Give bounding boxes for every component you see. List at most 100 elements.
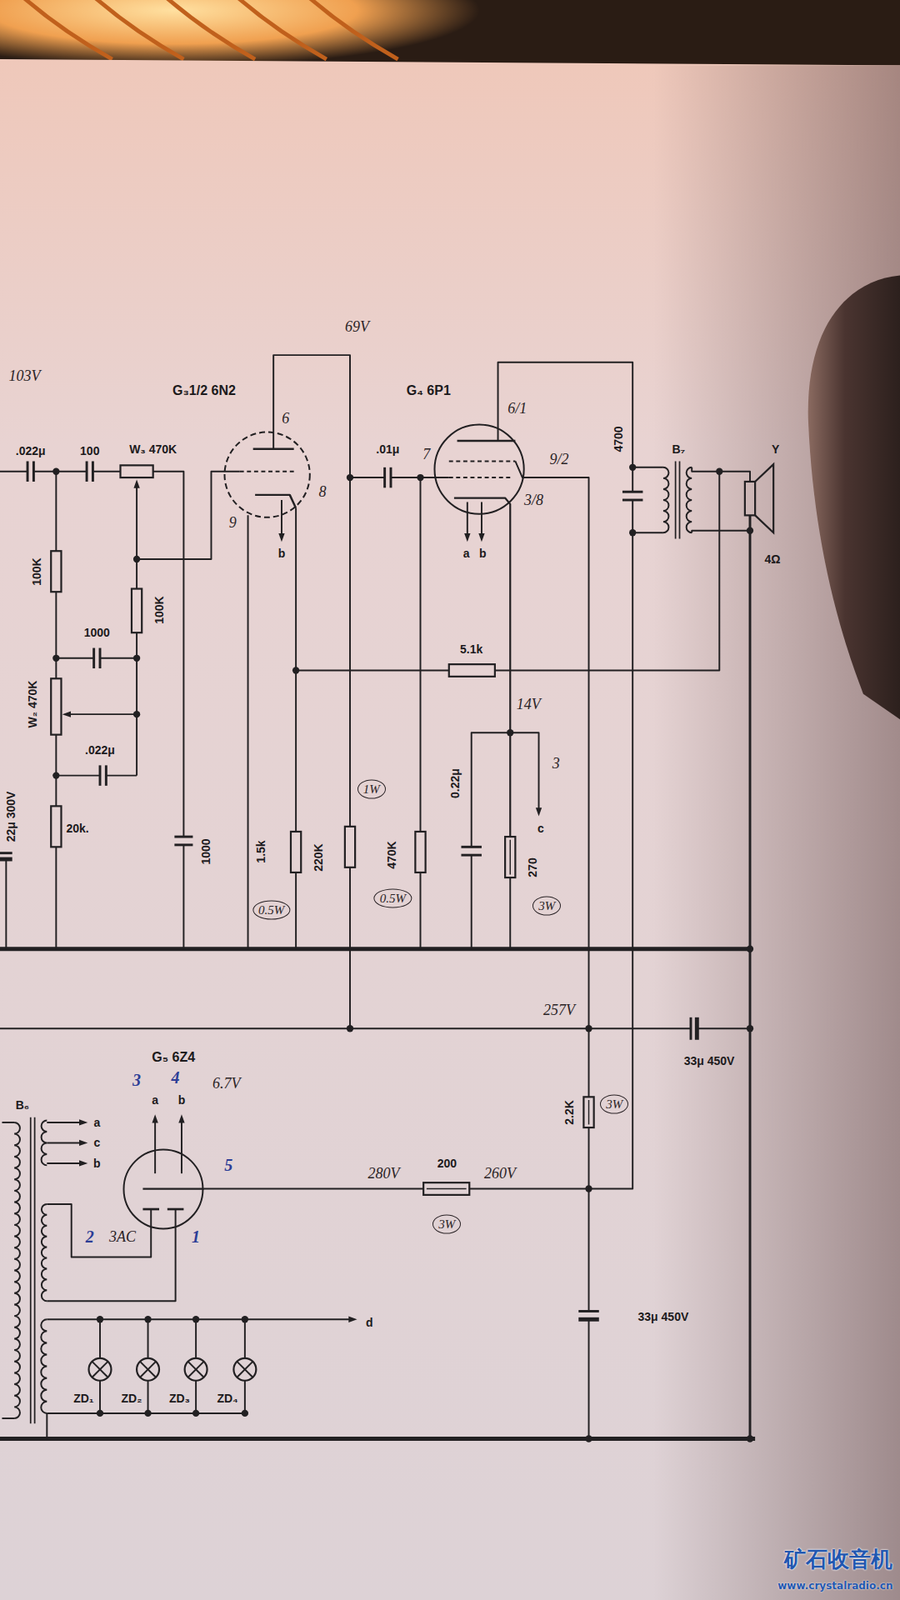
wire bbox=[0, 946, 750, 951]
wire bbox=[136, 471, 240, 560]
wire bbox=[273, 355, 350, 827]
component-label: 2.2K bbox=[563, 1100, 575, 1125]
capacitor-symbol bbox=[690, 1017, 693, 1040]
resistor-symbol bbox=[131, 589, 142, 634]
tube-outline bbox=[225, 431, 310, 517]
wire bbox=[100, 657, 137, 660]
wire bbox=[510, 840, 511, 875]
wire bbox=[679, 460, 681, 539]
pin-number: 2 bbox=[85, 1228, 95, 1245]
component-label: b bbox=[278, 547, 286, 560]
junction-dot bbox=[585, 1025, 592, 1032]
wire bbox=[99, 1319, 101, 1359]
grid-electrode bbox=[449, 460, 516, 462]
handwritten-note: 9/2 bbox=[550, 451, 570, 467]
shadow bbox=[653, 65, 900, 1600]
transformer-winding bbox=[14, 1122, 20, 1419]
capacitor-symbol bbox=[92, 648, 95, 669]
junction-dot bbox=[746, 945, 754, 953]
component-label: b bbox=[93, 1157, 101, 1170]
wire bbox=[244, 1380, 246, 1414]
wire bbox=[135, 485, 138, 560]
wire bbox=[632, 531, 664, 534]
capacitor-symbol bbox=[26, 460, 30, 481]
wire bbox=[92, 470, 120, 473]
wire bbox=[0, 1436, 755, 1441]
tube-envelope bbox=[223, 430, 311, 519]
resistor-symbol bbox=[505, 836, 515, 878]
capacitor-symbol bbox=[622, 490, 643, 494]
wire bbox=[182, 845, 185, 950]
wire bbox=[420, 477, 422, 832]
wire bbox=[55, 591, 57, 679]
component-label: 4700 bbox=[612, 425, 625, 452]
wire bbox=[510, 732, 539, 810]
handwritten-note: 14V bbox=[516, 696, 541, 712]
wire bbox=[588, 1319, 590, 1439]
lamp-symbol bbox=[136, 1358, 160, 1381]
wire bbox=[675, 460, 677, 539]
capacitor-symbol bbox=[174, 835, 193, 839]
component-label: W₃ 470K bbox=[129, 443, 177, 455]
watermark: 矿石收音机 bbox=[784, 1548, 893, 1570]
wire bbox=[105, 775, 137, 777]
wire bbox=[515, 460, 589, 1097]
wattage-note: 1W bbox=[357, 779, 386, 799]
component-label: d bbox=[365, 1316, 374, 1329]
pin-number: 5 bbox=[224, 1156, 233, 1174]
tube-label: G₄ 6P1 bbox=[406, 384, 451, 398]
junction-dot bbox=[346, 1025, 354, 1032]
wire bbox=[420, 872, 422, 950]
capacitor-symbol bbox=[85, 460, 89, 481]
arrow-head bbox=[348, 1316, 357, 1323]
wire bbox=[147, 1319, 150, 1359]
lamp-grille bbox=[163, 0, 255, 60]
junction-dot bbox=[746, 1435, 754, 1442]
tube-label: G₅ 6Z4 bbox=[151, 1050, 195, 1065]
component-label: a bbox=[151, 1094, 159, 1106]
wire bbox=[46, 1162, 80, 1165]
wire bbox=[244, 1319, 246, 1359]
tube-envelope bbox=[433, 423, 525, 515]
wire bbox=[509, 877, 511, 950]
handwritten-note: 6 bbox=[281, 410, 290, 426]
arrow-head bbox=[79, 1119, 88, 1125]
tube-symbol: G₅ 6Z4 bbox=[122, 1148, 205, 1230]
component-label: ZD₂ bbox=[121, 1392, 143, 1405]
wire bbox=[495, 471, 720, 671]
component-label: 20k. bbox=[65, 822, 89, 835]
handwritten-note: 8 bbox=[318, 484, 326, 500]
wire bbox=[498, 362, 634, 493]
capacitor-symbol bbox=[578, 1310, 599, 1313]
component-label: c bbox=[537, 822, 545, 835]
wire bbox=[696, 1027, 750, 1030]
wire bbox=[466, 501, 469, 535]
transformer-winding bbox=[663, 467, 670, 533]
lamp-glow bbox=[0, 0, 480, 67]
component-label: 1000 bbox=[200, 839, 212, 865]
wire bbox=[5, 859, 7, 950]
resistor-symbol bbox=[50, 550, 61, 592]
handwritten-note: 3AC bbox=[109, 1229, 136, 1245]
tube-symbol: G₄ 6P1 bbox=[433, 423, 525, 515]
pin-number: 3 bbox=[132, 1071, 141, 1089]
wire bbox=[33, 470, 87, 473]
component-label: 0.22μ bbox=[449, 768, 461, 799]
tube-outline bbox=[435, 425, 525, 515]
capacitor-symbol bbox=[99, 765, 102, 785]
component-label: 220K bbox=[312, 843, 325, 871]
wire bbox=[1, 1417, 15, 1420]
wire bbox=[30, 1117, 32, 1424]
lamp-grille bbox=[91, 0, 184, 60]
wire bbox=[154, 1121, 156, 1174]
arrow-head bbox=[464, 533, 470, 542]
component-label: B₇ bbox=[671, 443, 685, 455]
tube-outline bbox=[123, 1149, 203, 1229]
handwritten-note: 7 bbox=[422, 446, 430, 462]
component-label: .022μ bbox=[15, 445, 46, 457]
arrow-head bbox=[178, 1114, 185, 1123]
wire bbox=[188, 1361, 204, 1377]
handwritten-note: 6.7V bbox=[212, 1075, 241, 1091]
